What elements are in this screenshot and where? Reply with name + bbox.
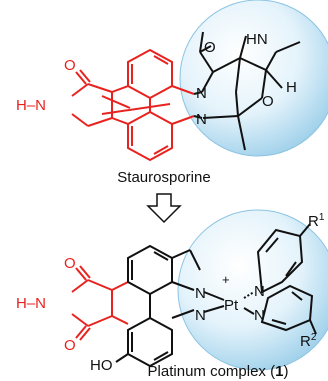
imide-oxygen-top-label: O [64, 255, 76, 272]
ligand-nitrogen-lower: N [254, 307, 265, 324]
r2-substituent-label: R2 [300, 332, 317, 350]
core-rings-top [71, 48, 195, 162]
methylamino-label: HN [246, 31, 268, 48]
imide-oxygen-bottom-label: O [64, 337, 76, 354]
binding-sphere-bottom [177, 209, 328, 371]
pyridine-ligands [256, 223, 317, 335]
platinum-label: Pt [224, 297, 239, 314]
imide-oxygen-label: O [64, 57, 76, 74]
sugar-bridge [199, 31, 301, 151]
imide-nh-label: H–N [16, 295, 46, 312]
methoxy-oxygen-label: O [204, 39, 216, 56]
indole-nitrogen-bottom: N [196, 111, 207, 128]
core-nitrogen-bottom: N [195, 307, 206, 324]
hydrogen-label: H [286, 79, 297, 96]
r1-substituent-label: R1 [308, 212, 325, 230]
platinum-complex-structure: H–N O O N N Pt + N N HO R1 R2 Platinum c… [16, 209, 328, 380]
core-rings-bottom [71, 265, 129, 341]
indole-nitrogen-top: N [196, 85, 207, 102]
ring-oxygen-label: O [262, 93, 274, 110]
binding-sphere-top [179, 0, 328, 157]
charge-plus-label: + [222, 272, 230, 287]
core-nitrogen-top: N [195, 285, 206, 302]
pyridine-framework [115, 244, 201, 368]
hydroxy-label: HO [90, 357, 113, 374]
ligand-nitrogen-upper: N [254, 283, 265, 300]
staurosporine-structure: H–N O N N O O HN H Staurosporine [16, 0, 328, 186]
platinum-complex-caption: Platinum complex (1) [148, 363, 289, 380]
imide-nh-label: H–N [16, 97, 46, 114]
down-arrow-icon [146, 193, 182, 224]
staurosporine-caption: Staurosporine [117, 169, 210, 186]
